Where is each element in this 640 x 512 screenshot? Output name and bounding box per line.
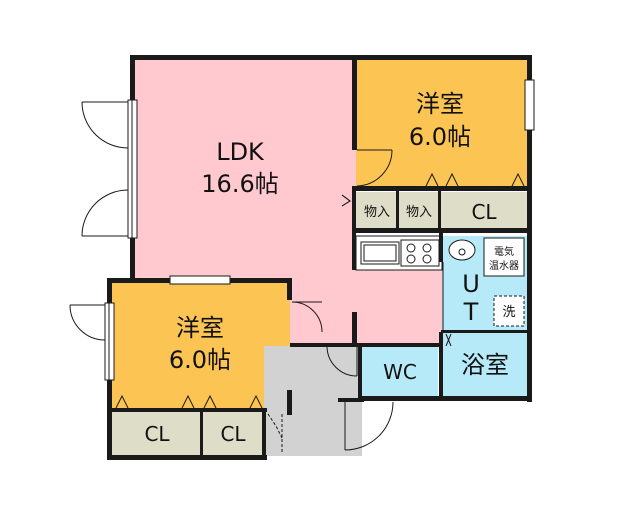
closet-lower-1-label: CL xyxy=(144,422,170,446)
bathroom-area xyxy=(442,332,528,398)
washer-label: 洗 xyxy=(502,305,515,320)
water-heater-box xyxy=(483,237,525,277)
sink-icon xyxy=(360,241,400,265)
bedroom-upper-name: 洋室 xyxy=(416,90,464,118)
ldk-name: LDK xyxy=(216,138,265,166)
windows xyxy=(104,79,535,381)
ldk-step-marker xyxy=(341,194,351,207)
bedroom-lower-name: 洋室 xyxy=(176,314,224,342)
closet-lower-1-area xyxy=(112,412,202,456)
washbasin-icon xyxy=(448,239,476,261)
stove-icon xyxy=(400,239,440,267)
closet-lower-2-area xyxy=(202,412,264,456)
interior-walls xyxy=(107,55,532,458)
utility-label-u: U xyxy=(462,270,480,298)
door-swings xyxy=(69,101,452,451)
bathroom-label: 浴室 xyxy=(461,351,509,379)
storage-2-label: 物入 xyxy=(406,205,432,220)
closet-lower-2-label: CL xyxy=(220,422,246,446)
closet-upper-area xyxy=(440,192,528,228)
bedroom-lower-area xyxy=(110,280,290,412)
utility-label-t: T xyxy=(463,298,479,326)
bedroom-upper-size: 6.0帖 xyxy=(409,123,471,151)
storage-2-area xyxy=(398,192,440,228)
washer-pan xyxy=(493,295,525,327)
bedroom-lower-size: 6.0帖 xyxy=(169,346,231,374)
closet-door-marks xyxy=(115,172,525,454)
bedroom-upper-area xyxy=(356,58,528,190)
closet-upper-label: CL xyxy=(471,200,497,224)
ldk-size: 16.6帖 xyxy=(201,170,278,198)
water-heater-label-line2: 温水器 xyxy=(489,260,519,272)
storage-1-label: 物入 xyxy=(364,205,390,220)
storage-1-area xyxy=(356,192,398,228)
toilet-area xyxy=(362,346,438,396)
water-heater-label-line1: 電気 xyxy=(494,245,514,258)
toilet-label: WC xyxy=(383,360,417,384)
